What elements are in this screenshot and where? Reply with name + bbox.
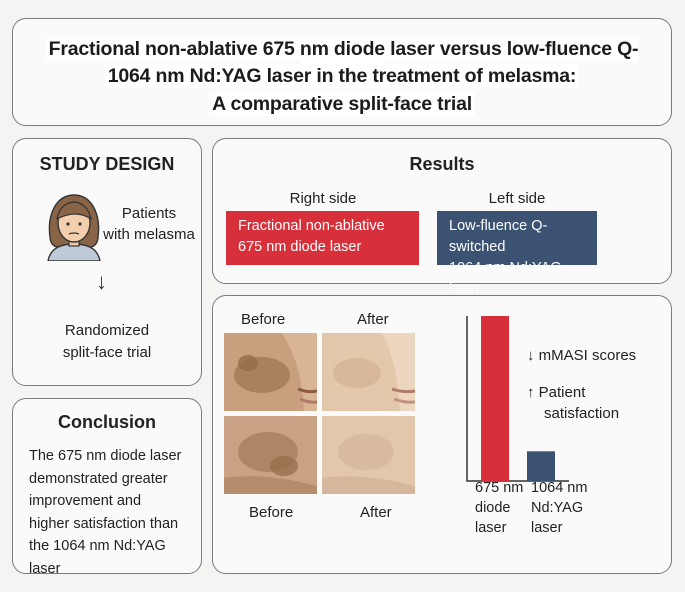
satisfaction-bar-chart — [466, 316, 569, 482]
yag-laser-chip: Low-fluence Q-switched 1064 nm Nd:YAG la… — [437, 211, 597, 297]
after-photo-top — [322, 333, 415, 411]
photo-label-before-top: Before — [241, 311, 286, 328]
left-side-label: Left side — [488, 190, 546, 207]
comparison-panel: Before After Before After 675 nm diode l… — [212, 295, 672, 574]
after-photo-bottom — [322, 416, 415, 494]
title-line-2: 1064 nm Nd:YAG laser in the treatment of… — [104, 64, 580, 88]
conclusion-heading: Conclusion — [58, 412, 156, 432]
randomized-label: Randomized split-face trial — [62, 322, 152, 361]
down-arrow-icon: ↓ — [96, 269, 107, 294]
results-panel: Results Right side Left side Fractional … — [212, 138, 672, 297]
study-design-heading: STUDY DESIGN — [39, 154, 175, 174]
before-photo-bottom — [224, 416, 317, 494]
study-design-panel: STUDY DESIGN Patients with melasma ↓ Ran… — [12, 138, 202, 386]
satisfaction-note: ↑ Patient satisfaction — [527, 384, 620, 422]
before-photo-top — [224, 333, 317, 411]
conclusion-panel: Conclusion The 675 nm diode laser demons… — [12, 398, 202, 577]
photo-label-after-top: After — [357, 311, 389, 328]
patient-avatar-icon — [47, 194, 101, 261]
patients-label: Patients with melasma — [103, 205, 195, 243]
results-heading: Results — [409, 154, 475, 174]
mmasi-note: ↓ mMASI scores — [527, 347, 637, 364]
photo-label-before-bottom: Before — [249, 504, 294, 521]
bar-diode-laser — [481, 316, 509, 481]
photo-label-after-bottom: After — [360, 504, 392, 521]
diode-laser-chip: Fractional non-ablative 675 nm diode las… — [226, 211, 419, 265]
chart-category-label-yag: 1064 nm Nd:YAG laser — [531, 480, 588, 536]
chart-category-label-diode: 675 nm diode laser — [475, 480, 524, 536]
conclusion-text: The 675 nm diode laser demonstrated grea… — [29, 448, 182, 577]
title-panel: Fractional non-ablative 675 nm diode las… — [12, 18, 672, 126]
right-side-label: Right side — [289, 190, 357, 207]
title-line-3: A comparative split-face trial — [209, 92, 475, 116]
bar-yag-laser — [527, 451, 555, 481]
